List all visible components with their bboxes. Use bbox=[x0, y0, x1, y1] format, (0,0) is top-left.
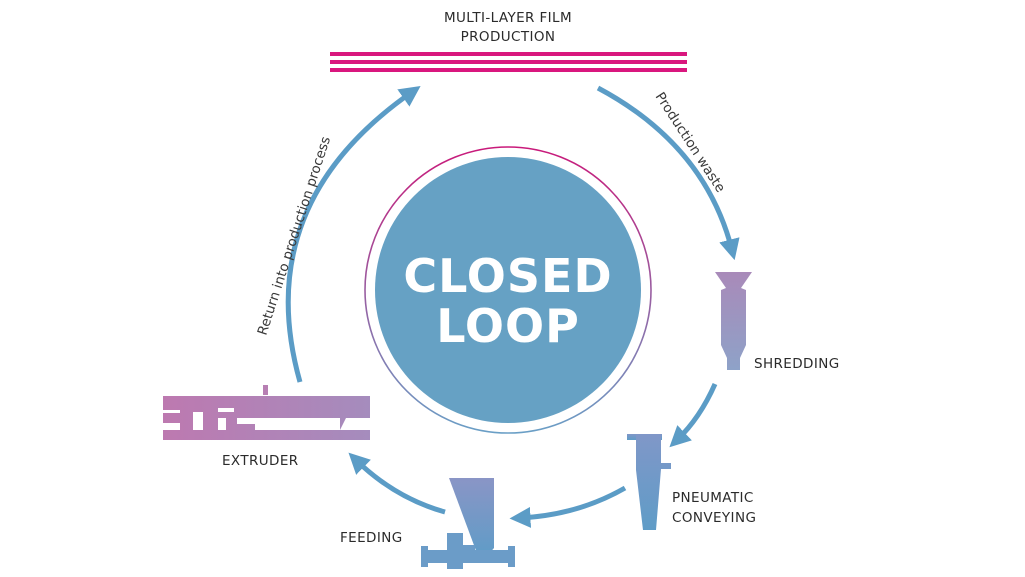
arrow-feeding-to-extruder bbox=[348, 452, 446, 515]
arrow-pneumatic-to-feeding bbox=[509, 485, 627, 528]
arrow-return-to-production bbox=[285, 85, 421, 383]
extruder-label: EXTRUDER bbox=[222, 453, 299, 469]
shredding-icon bbox=[715, 272, 752, 370]
film-label-line2: PRODUCTION bbox=[461, 29, 556, 45]
film-label-line1: MULTI-LAYER FILM bbox=[444, 10, 572, 26]
production-waste-label: Production waste bbox=[652, 89, 729, 195]
center-title-line1: CLOSED bbox=[403, 249, 612, 303]
center-circle bbox=[375, 157, 641, 423]
extruder-icon bbox=[163, 385, 370, 440]
feeding-icon bbox=[421, 478, 515, 569]
film-layers-icon bbox=[330, 52, 687, 72]
feeding-label: FEEDING bbox=[340, 530, 403, 546]
pneumatic-label-line2: CONVEYING bbox=[672, 510, 756, 526]
shredding-label: SHREDDING bbox=[754, 356, 840, 372]
outer-ring bbox=[364, 146, 652, 434]
center-title-line2: LOOP bbox=[436, 299, 580, 353]
pneumatic-label-line1: PNEUMATIC bbox=[672, 490, 754, 506]
return-label: Return into production process bbox=[255, 135, 334, 338]
pneumatic-conveying-icon bbox=[627, 434, 671, 530]
arrow-production-waste bbox=[596, 85, 740, 261]
arrow-shredding-to-pneumatic bbox=[669, 382, 718, 448]
